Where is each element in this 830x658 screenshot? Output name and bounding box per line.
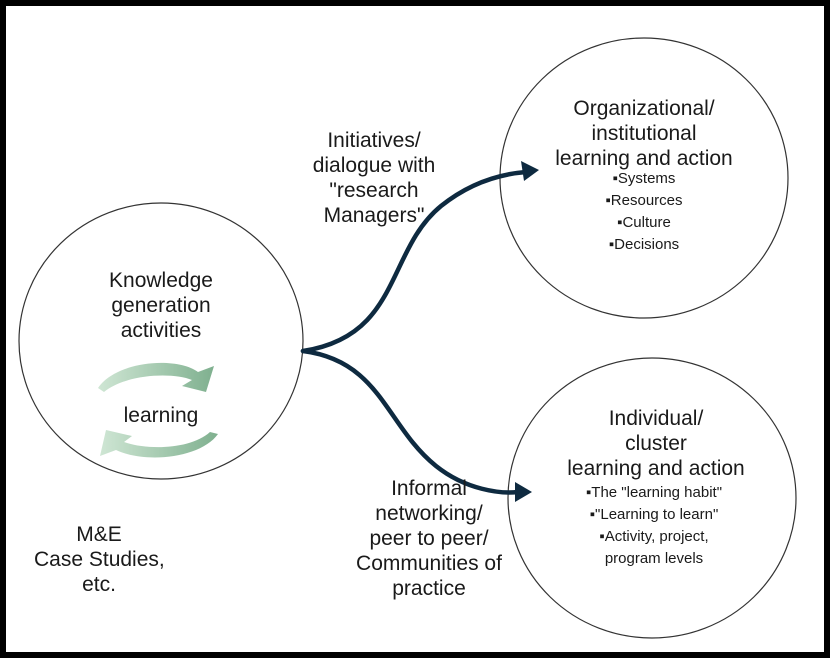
- left-node-circle: [18, 202, 304, 480]
- left-node-title-line: generation: [111, 294, 211, 317]
- bottom-node-circle: [507, 357, 797, 639]
- bottom-node-title: Individual/ cluster learning and action: [551, 406, 761, 481]
- left-node-caption-line: etc.: [82, 573, 116, 596]
- top-node-bullet: ▪Systems: [612, 170, 676, 187]
- bottom-arrow-label-line: Informal: [391, 477, 467, 500]
- left-node-title-line: activities: [120, 319, 202, 342]
- bottom-node-bullet: ▪"Learning to learn": [589, 506, 719, 523]
- arrow-to-bottom-node: [300, 348, 521, 495]
- top-arrow-label: Initiatives/ dialogue with "research Man…: [304, 128, 444, 228]
- cycle-arrow-bottom: [100, 430, 218, 458]
- bottom-node-bullet: program levels: [604, 550, 704, 567]
- top-arrow-label-line: dialogue with: [312, 154, 436, 177]
- diagram-svg: [18, 37, 797, 639]
- left-node-title: Knowledge generation activities: [100, 268, 222, 343]
- top-node-title-line: institutional: [591, 122, 697, 145]
- left-node-caption: M&E Case Studies, etc.: [34, 522, 165, 597]
- cycle-arrow-top: [98, 362, 214, 392]
- bottom-arrow-label-line: practice: [392, 577, 466, 600]
- top-node-bullet: ▪Resources: [605, 192, 683, 209]
- top-node-title-line: Organizational/: [573, 97, 715, 120]
- arrow-head-bottom: [515, 482, 532, 502]
- bottom-arrow-label-line: networking/: [375, 502, 483, 525]
- bottom-node-title-line: Individual/: [608, 407, 704, 430]
- left-node-cycle-label: learning: [123, 404, 199, 427]
- top-node-bullet: ▪Culture: [617, 214, 671, 231]
- top-arrow-label-line: Initiatives/: [327, 129, 421, 152]
- left-node-caption-line: Case Studies,: [34, 548, 165, 571]
- bottom-node-bullets: ▪The "learning habit" ▪"Learning to lear…: [564, 482, 744, 570]
- bottom-node-bullet: ▪Activity, project,: [599, 528, 709, 545]
- top-node-bullet: ▪Decisions: [608, 236, 680, 253]
- top-node-bullets: ▪Systems ▪Resources ▪Culture ▪Decisions: [569, 168, 719, 256]
- left-node-caption-line: M&E: [76, 523, 122, 546]
- bottom-arrow-label-line: Communities of: [356, 552, 502, 575]
- bottom-node-title-line: cluster: [625, 432, 687, 455]
- left-node-title-line: Knowledge: [109, 269, 213, 292]
- arrow-head-top: [521, 161, 539, 181]
- bottom-node-bullet: ▪The "learning habit": [585, 484, 723, 501]
- top-arrow-label-line: "research: [329, 179, 419, 202]
- top-arrow-label-line: Managers": [323, 204, 425, 227]
- top-node-title: Organizational/ institutional learning a…: [539, 96, 749, 171]
- bottom-arrow-label-line: peer to peer/: [369, 527, 489, 550]
- top-node-title-line: learning and action: [555, 147, 733, 170]
- diagram-canvas: Knowledge generation activities learning…: [6, 6, 824, 652]
- arrow-to-top-node: [300, 169, 529, 354]
- bottom-node-title-line: learning and action: [567, 457, 745, 480]
- bottom-arrow-label: Informal networking/ peer to peer/ Commu…: [348, 476, 510, 601]
